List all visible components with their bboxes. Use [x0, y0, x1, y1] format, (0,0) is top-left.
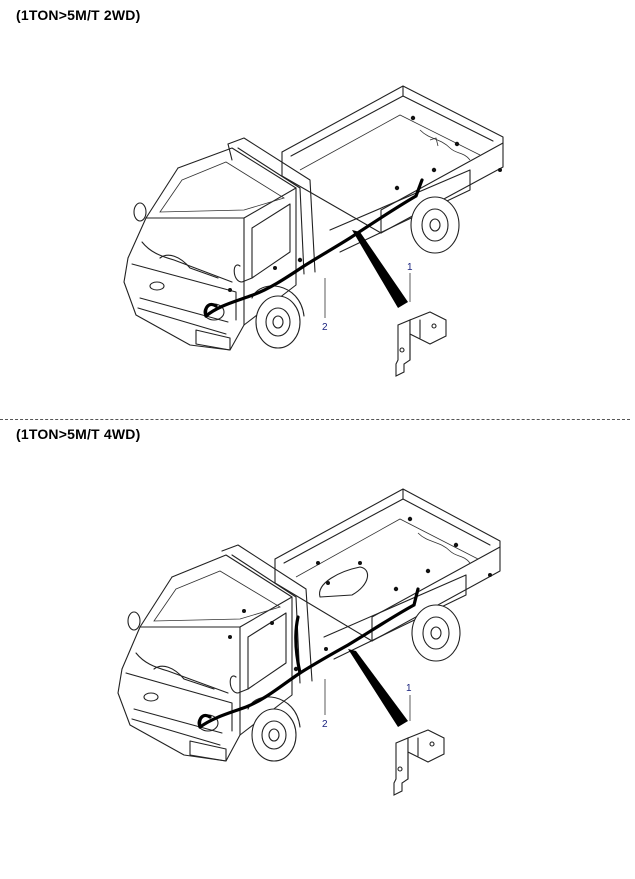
diagram-section-2wd: (1TON>5M/T 2WD): [0, 0, 635, 419]
callout-1: 1: [406, 683, 412, 694]
part-pointer: [352, 230, 408, 308]
truck-wiring-diagram: 1 2: [123, 85, 504, 377]
callout-2: 2: [322, 322, 328, 333]
section-divider: [0, 419, 630, 420]
section-title: (1TON>5M/T 4WD): [16, 426, 141, 442]
section-title: (1TON>5M/T 2WD): [16, 7, 141, 23]
bracket-part-1: [395, 311, 447, 377]
truck-drawing: [123, 85, 504, 351]
wiring-harness: [204, 178, 424, 318]
callout-2: 2: [322, 719, 328, 730]
callout-1: 1: [407, 262, 413, 273]
bracket-part-1: [393, 729, 445, 796]
truck-wiring-diagram: 1 2: [117, 488, 501, 796]
diagram-section-4wd: (1TON>5M/T 4WD): [0, 419, 635, 865]
truck-drawing: [117, 488, 501, 762]
part-pointer: [348, 649, 408, 727]
